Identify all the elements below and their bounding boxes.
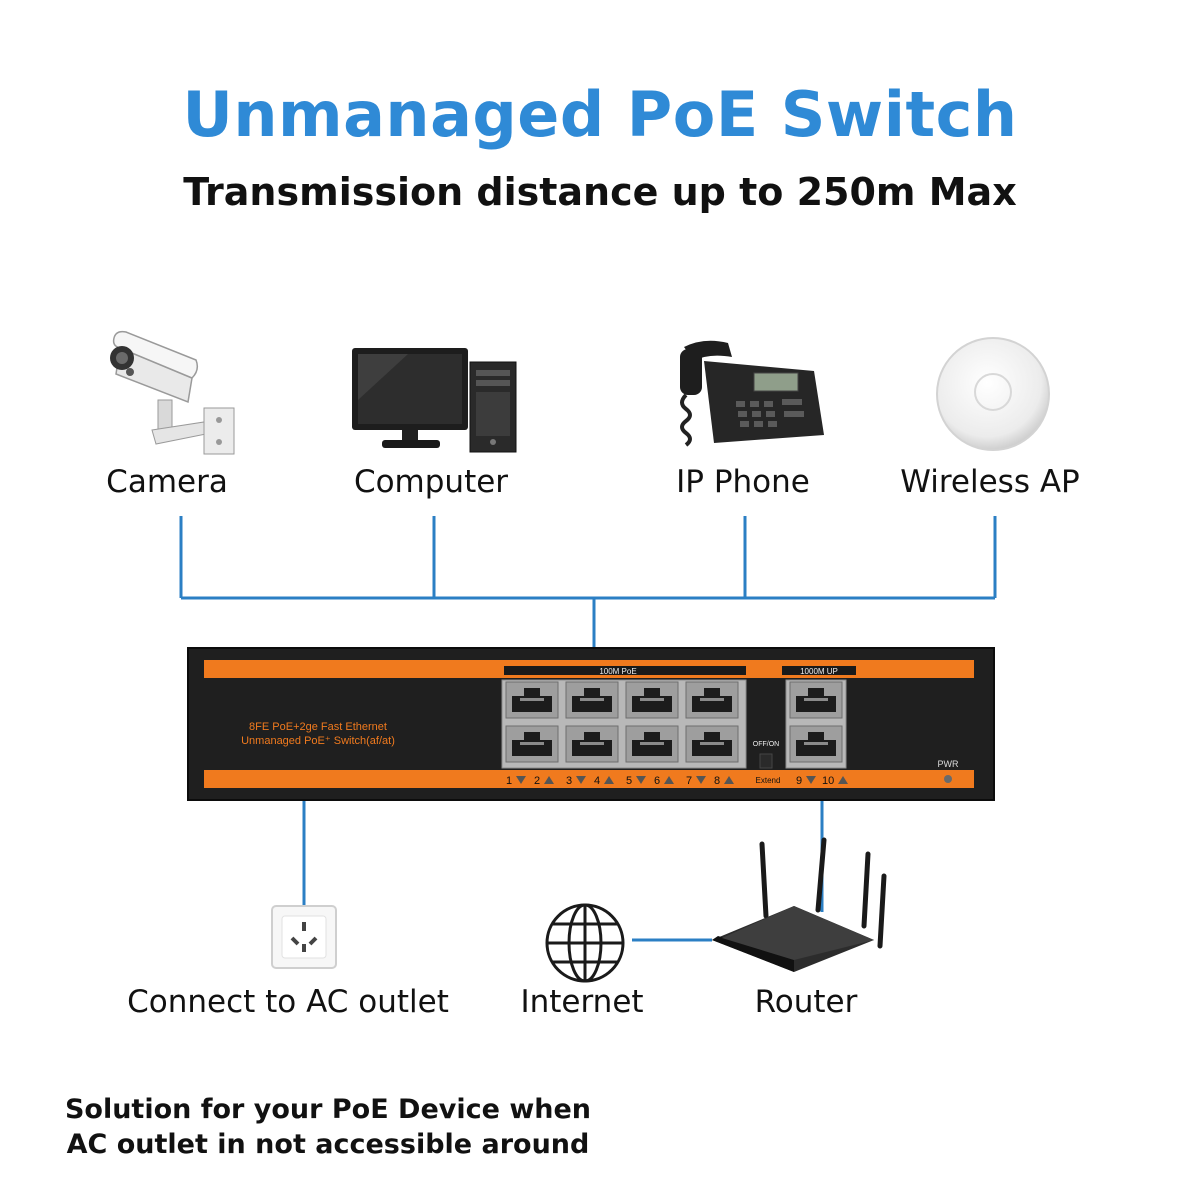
computer-icon (352, 348, 517, 453)
port-4-led-arrow (604, 776, 614, 784)
bottom-stripe (204, 770, 974, 788)
port-10-led-arrow (838, 776, 848, 784)
port-9-led-arrow (806, 776, 816, 784)
model-line-2: Unmanaged PoE⁺ Switch(af/at) (241, 735, 395, 747)
footnote-line-2: AC outlet in not accessible around (66, 1129, 590, 1160)
rj45-port-8 (685, 725, 739, 763)
port-number-8: 8 (714, 775, 720, 787)
poe-switch: 100M PoE 1000M UP 8FE PoE+2ge Fast Ether… (187, 647, 995, 801)
port-number-row: 1 2 3 4 5 6 7 8 9 10 (506, 775, 848, 787)
toggle-label: OFF/ON (753, 741, 779, 748)
router-label: Router (754, 984, 858, 1020)
rj45-port-5 (625, 681, 679, 719)
port-number-7: 7 (686, 775, 692, 787)
computer-label: Computer (353, 464, 509, 500)
ac-outlet-icon (271, 905, 337, 969)
port-number-5: 5 (626, 775, 632, 787)
rj45-port-3 (565, 681, 619, 719)
rj45-port-2 (505, 725, 559, 763)
ip-phone-icon (680, 340, 824, 447)
power-led (944, 775, 952, 783)
port-grid (505, 681, 843, 763)
port-number-3: 3 (566, 775, 572, 787)
port-number-9: 9 (796, 775, 802, 787)
rj45-port-4 (565, 725, 619, 763)
port-number-2: 2 (534, 775, 540, 787)
camera-label: Camera (106, 464, 228, 500)
port-8-led-arrow (724, 776, 734, 784)
rj45-port-7 (685, 681, 739, 719)
rj45-port-6 (625, 725, 679, 763)
port-3-led-arrow (576, 776, 586, 784)
diagram-subtitle: Transmission distance up to 250m Max (183, 170, 1017, 214)
extend-toggle-switch (759, 753, 773, 769)
wireless-ap-label: Wireless AP (900, 464, 1080, 500)
port-number-6: 6 (654, 775, 660, 787)
poe-header-label: 100M PoE (599, 667, 636, 676)
router-icon (712, 837, 887, 972)
port-1-led-arrow (516, 776, 526, 784)
port-2-led-arrow (544, 776, 554, 784)
camera-icon (110, 330, 235, 455)
port-number-10: 10 (822, 775, 834, 787)
port-number-4: 4 (594, 775, 600, 787)
rj45-port-9 (789, 681, 843, 719)
uplink-header-label: 1000M UP (800, 667, 838, 676)
diagram-title: Unmanaged PoE Switch (182, 78, 1018, 151)
footnote-line-1: Solution for your PoE Device when (64, 1094, 592, 1125)
extend-label: Extend (756, 776, 781, 785)
footnote: Solution for your PoE Device when AC out… (48, 1092, 608, 1162)
ac-outlet-label: Connect to AC outlet (127, 984, 449, 1020)
rj45-port-10 (789, 725, 843, 763)
power-label: PWR (938, 759, 959, 769)
port-7-led-arrow (696, 776, 706, 784)
ip-phone-label: IP Phone (676, 464, 810, 500)
model-line-1: 8FE PoE+2ge Fast Ethernet (249, 721, 387, 733)
port-6-led-arrow (664, 776, 674, 784)
internet-globe-icon (545, 903, 625, 983)
wireless-ap-icon (936, 337, 1050, 451)
port-5-led-arrow (636, 776, 646, 784)
port-number-1: 1 (506, 775, 512, 787)
rj45-port-1 (505, 681, 559, 719)
internet-label: Internet (520, 984, 644, 1020)
